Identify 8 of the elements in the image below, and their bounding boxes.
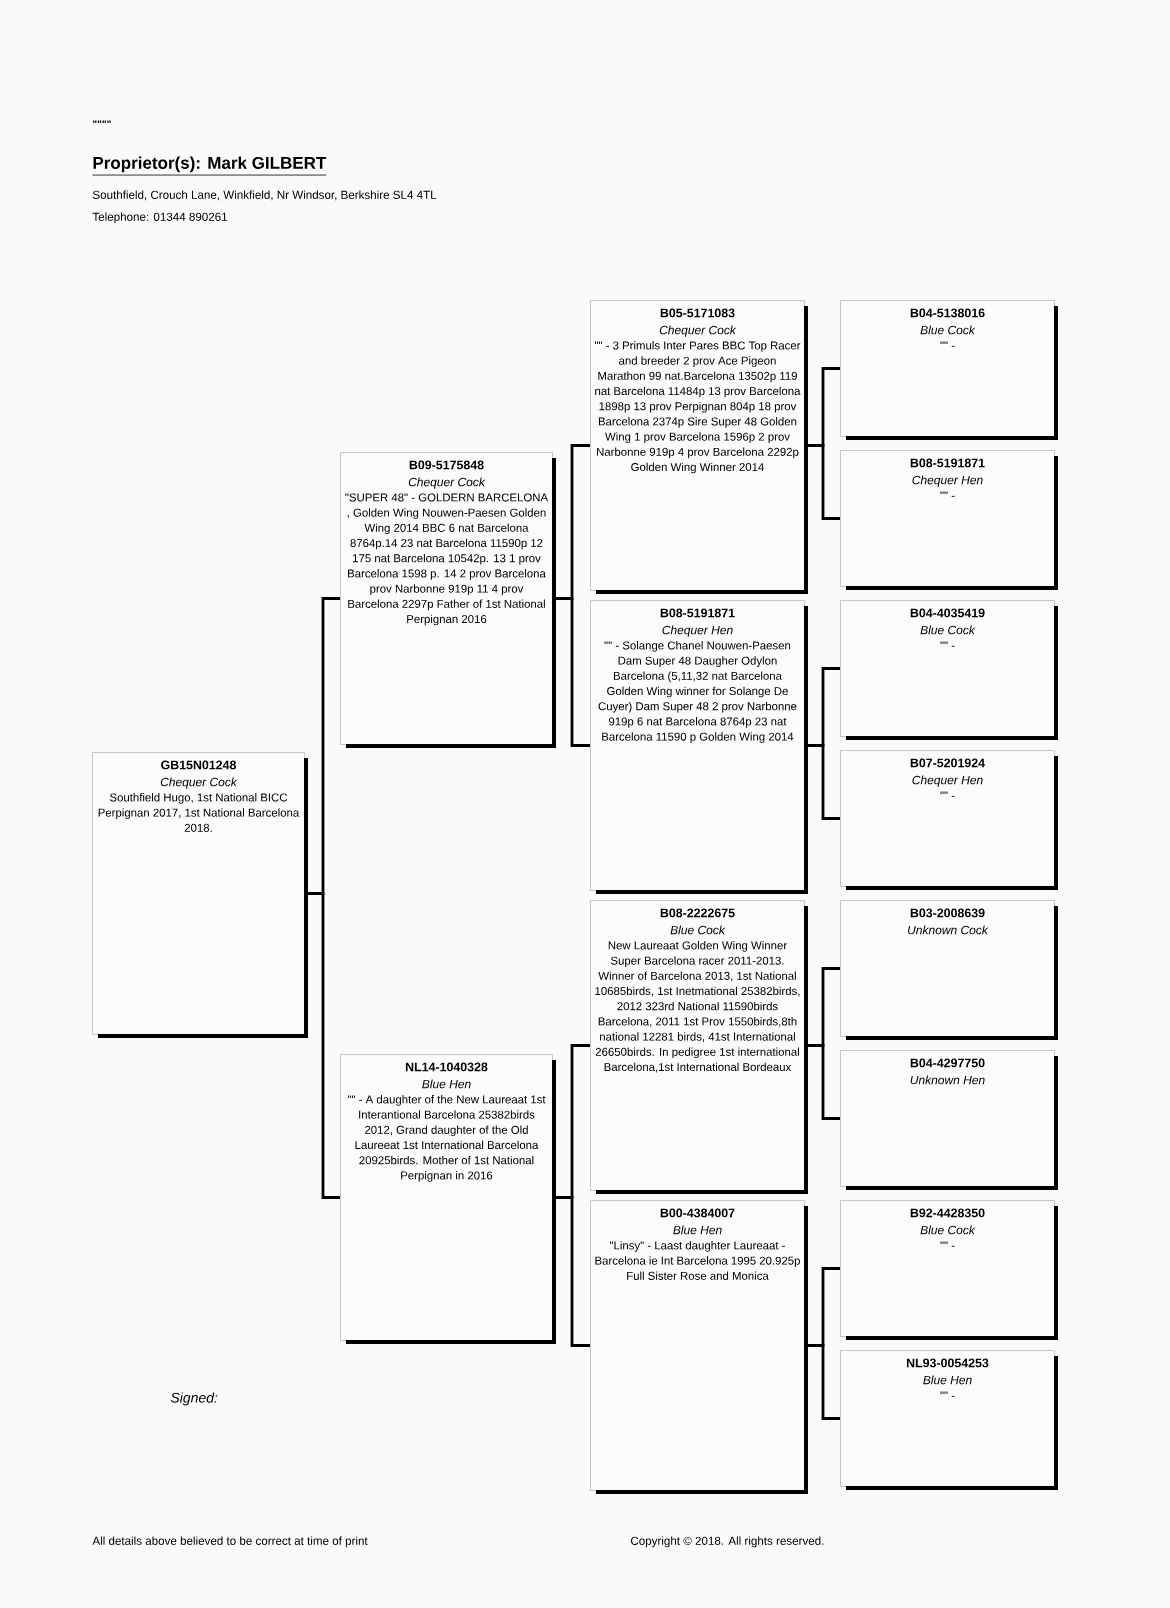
- bracket-line: [805, 1344, 840, 1420]
- proprietor-heading: Proprietor(s): Mark GILBERT: [92, 156, 327, 176]
- bracket-line: [553, 1196, 590, 1347]
- bracket-line: [305, 892, 340, 1199]
- bracket-line: [553, 597, 590, 747]
- bracket-line: [805, 444, 840, 520]
- bracket-line: [805, 1044, 840, 1120]
- bracket-line: [805, 744, 840, 820]
